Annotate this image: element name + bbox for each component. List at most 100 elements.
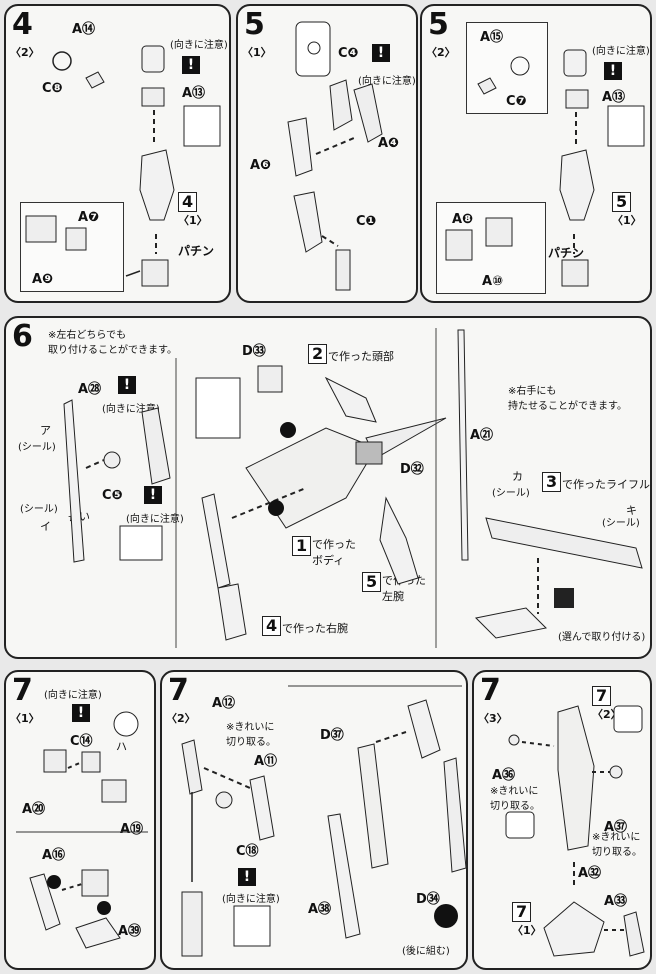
- part-d37: D㊲: [320, 728, 344, 743]
- caution-label: (向きに注意): [44, 690, 102, 701]
- part-a19: A⑲: [120, 822, 144, 837]
- cut-note: ※きれいに 切り取る。: [490, 786, 540, 812]
- step-7-1-panel: 7 〈1〉 (向きに注意) ! C⑭ ハ A⑳ A⑲ A⑯ A㊴: [4, 670, 156, 970]
- step-number: 5: [244, 7, 265, 42]
- part-a37: A㊲: [604, 820, 628, 835]
- caution-icon: !: [72, 704, 90, 722]
- caution-label: (向きに注意): [358, 76, 416, 87]
- part-a6: A❻: [250, 158, 272, 173]
- step-number: 6: [12, 319, 33, 354]
- caution-icon: !: [372, 44, 390, 62]
- cut-note-2: ※きれいに 切り取る。: [592, 832, 642, 858]
- ref-step-1: 1: [292, 536, 312, 556]
- choose-label: (選んで取り付ける): [558, 632, 646, 643]
- caution-label: (向きに注意): [592, 46, 650, 57]
- part-a14: A⑭: [72, 22, 96, 37]
- step-5-1-panel: 5 〈1〉 C❹ ! (向きに注意) A❹ A❻ C❶: [236, 4, 418, 303]
- cut-note: ※きれいに 切り取る。: [226, 722, 276, 748]
- ref-step-1-text: で作った ボディ: [312, 538, 356, 567]
- part-c1: C❶: [356, 214, 377, 229]
- note-right-hand: ※右手にも 持たせることができます。: [508, 386, 627, 412]
- part-a13: A⑬: [602, 90, 626, 105]
- step-4-2-panel: 4 〈2〉 A⑭ C❽ (向きに注意) ! A⑬ 4 〈1〉 A❼ A❾ パチン: [4, 4, 231, 303]
- part-a28: A㉘: [78, 382, 102, 397]
- step-4-2-illustration: [25, 45, 221, 287]
- part-a21: A㉑: [470, 428, 494, 443]
- step-number: 7: [168, 673, 189, 708]
- ref-step-3: 3: [542, 472, 562, 492]
- part-a8: A❽: [452, 212, 474, 227]
- ref-step-2-sub: 〈1〉: [512, 924, 542, 937]
- step-7-2-panel: 7 〈2〉 A⑫ ※きれいに 切り取る。 A⑪ C⑱ ! (向きに注意) D㊲ …: [160, 670, 468, 970]
- ref-step-5: 5: [362, 572, 382, 592]
- part-a7: A❼: [78, 210, 100, 225]
- ref-step: 7: [592, 686, 612, 706]
- ref-step-sub: 〈1〉: [612, 214, 642, 227]
- part-a39: A㊴: [118, 924, 142, 939]
- seal-label-3: (シール): [492, 488, 530, 499]
- seal-label-4: (シール): [602, 518, 640, 529]
- part-a10: A⑩: [482, 274, 504, 289]
- snap-label: パチン: [548, 246, 585, 260]
- part-a4: A❹: [378, 136, 400, 151]
- step-number: 4: [12, 7, 33, 42]
- part-a12: A⑫: [212, 696, 236, 711]
- step-sub: 〈2〉: [166, 712, 196, 725]
- caution-label: (向きに注意): [170, 40, 228, 51]
- step-6-panel: 6 ※左右どちらでも 取り付けることができます。 D㉝ 2 で作った頭部 A㉘ …: [4, 316, 652, 659]
- part-a32: A㉜: [578, 866, 602, 881]
- part-a33: A㉝: [604, 894, 628, 909]
- step-number: 7: [12, 673, 33, 708]
- step-6-illustration: [63, 328, 643, 648]
- snap-label: パチン: [178, 244, 215, 258]
- mark-ha: ハ: [116, 740, 127, 753]
- part-a13: A⑬: [182, 86, 206, 101]
- caution-label: (向きに注意): [102, 404, 160, 415]
- ref-step-2-text: で作った頭部: [328, 350, 394, 363]
- caution-icon: !: [118, 376, 136, 394]
- part-d34: D㉞: [416, 892, 440, 907]
- caution-label-2: (向きに注意): [126, 514, 184, 525]
- step-number: 7: [480, 673, 501, 708]
- ref-step-2: 7: [512, 902, 532, 922]
- part-c8: C❽: [42, 81, 63, 96]
- ref-step-3-text: で作ったライフル: [562, 478, 650, 491]
- caution-icon: !: [238, 868, 256, 886]
- part-a11: A⑪: [254, 754, 278, 769]
- part-d33: D㉝: [242, 344, 266, 359]
- step-sub: 〈1〉: [242, 46, 272, 59]
- part-a16: A⑯: [42, 848, 66, 863]
- ref-step: 4: [178, 192, 198, 212]
- ref-step-4-text: で作った右腕: [282, 622, 348, 635]
- caution-icon: !: [182, 56, 200, 74]
- back-note: (後に組む): [402, 946, 450, 957]
- step-7-3-panel: 7 〈3〉 7 〈2〉 A㊱ ※きれいに 切り取る。 A㊲ ※きれいに 切り取る…: [472, 670, 652, 970]
- part-c7: C❼: [506, 94, 527, 109]
- part-d32: D㉜: [400, 462, 424, 477]
- step-number: 5: [428, 7, 449, 42]
- part-c18: C⑱: [236, 844, 259, 859]
- note-both-sides: ※左右どちらでも 取り付けることができます。: [48, 330, 177, 356]
- step-sub: 〈2〉: [426, 46, 456, 59]
- step-7-2-illustration: [181, 685, 467, 957]
- ref-step-sub: 〈1〉: [178, 214, 208, 227]
- step-5-2-illustration: [445, 49, 645, 287]
- part-a36: A㊱: [492, 768, 516, 783]
- inset-box: [466, 22, 548, 114]
- ref-step-2: 2: [308, 344, 328, 364]
- step-sub: 〈2〉: [10, 46, 40, 59]
- seal-label-2: (シール): [20, 504, 58, 515]
- seal-ki: キ: [626, 504, 637, 517]
- step-sub: 〈1〉: [10, 712, 40, 725]
- part-c4: C❹: [338, 46, 359, 61]
- step-sub: 〈3〉: [478, 712, 508, 725]
- step-7-3-illustration: [505, 705, 645, 957]
- part-c14: C⑭: [70, 734, 93, 749]
- ref-step: 5: [612, 192, 632, 212]
- caution-icon: !: [604, 62, 622, 80]
- seal-a: ア: [40, 424, 51, 437]
- part-c5: C❺: [102, 488, 123, 503]
- seal-i: イ: [40, 520, 51, 533]
- caution-icon-2: !: [144, 486, 162, 504]
- part-a20: A⑳: [22, 802, 46, 817]
